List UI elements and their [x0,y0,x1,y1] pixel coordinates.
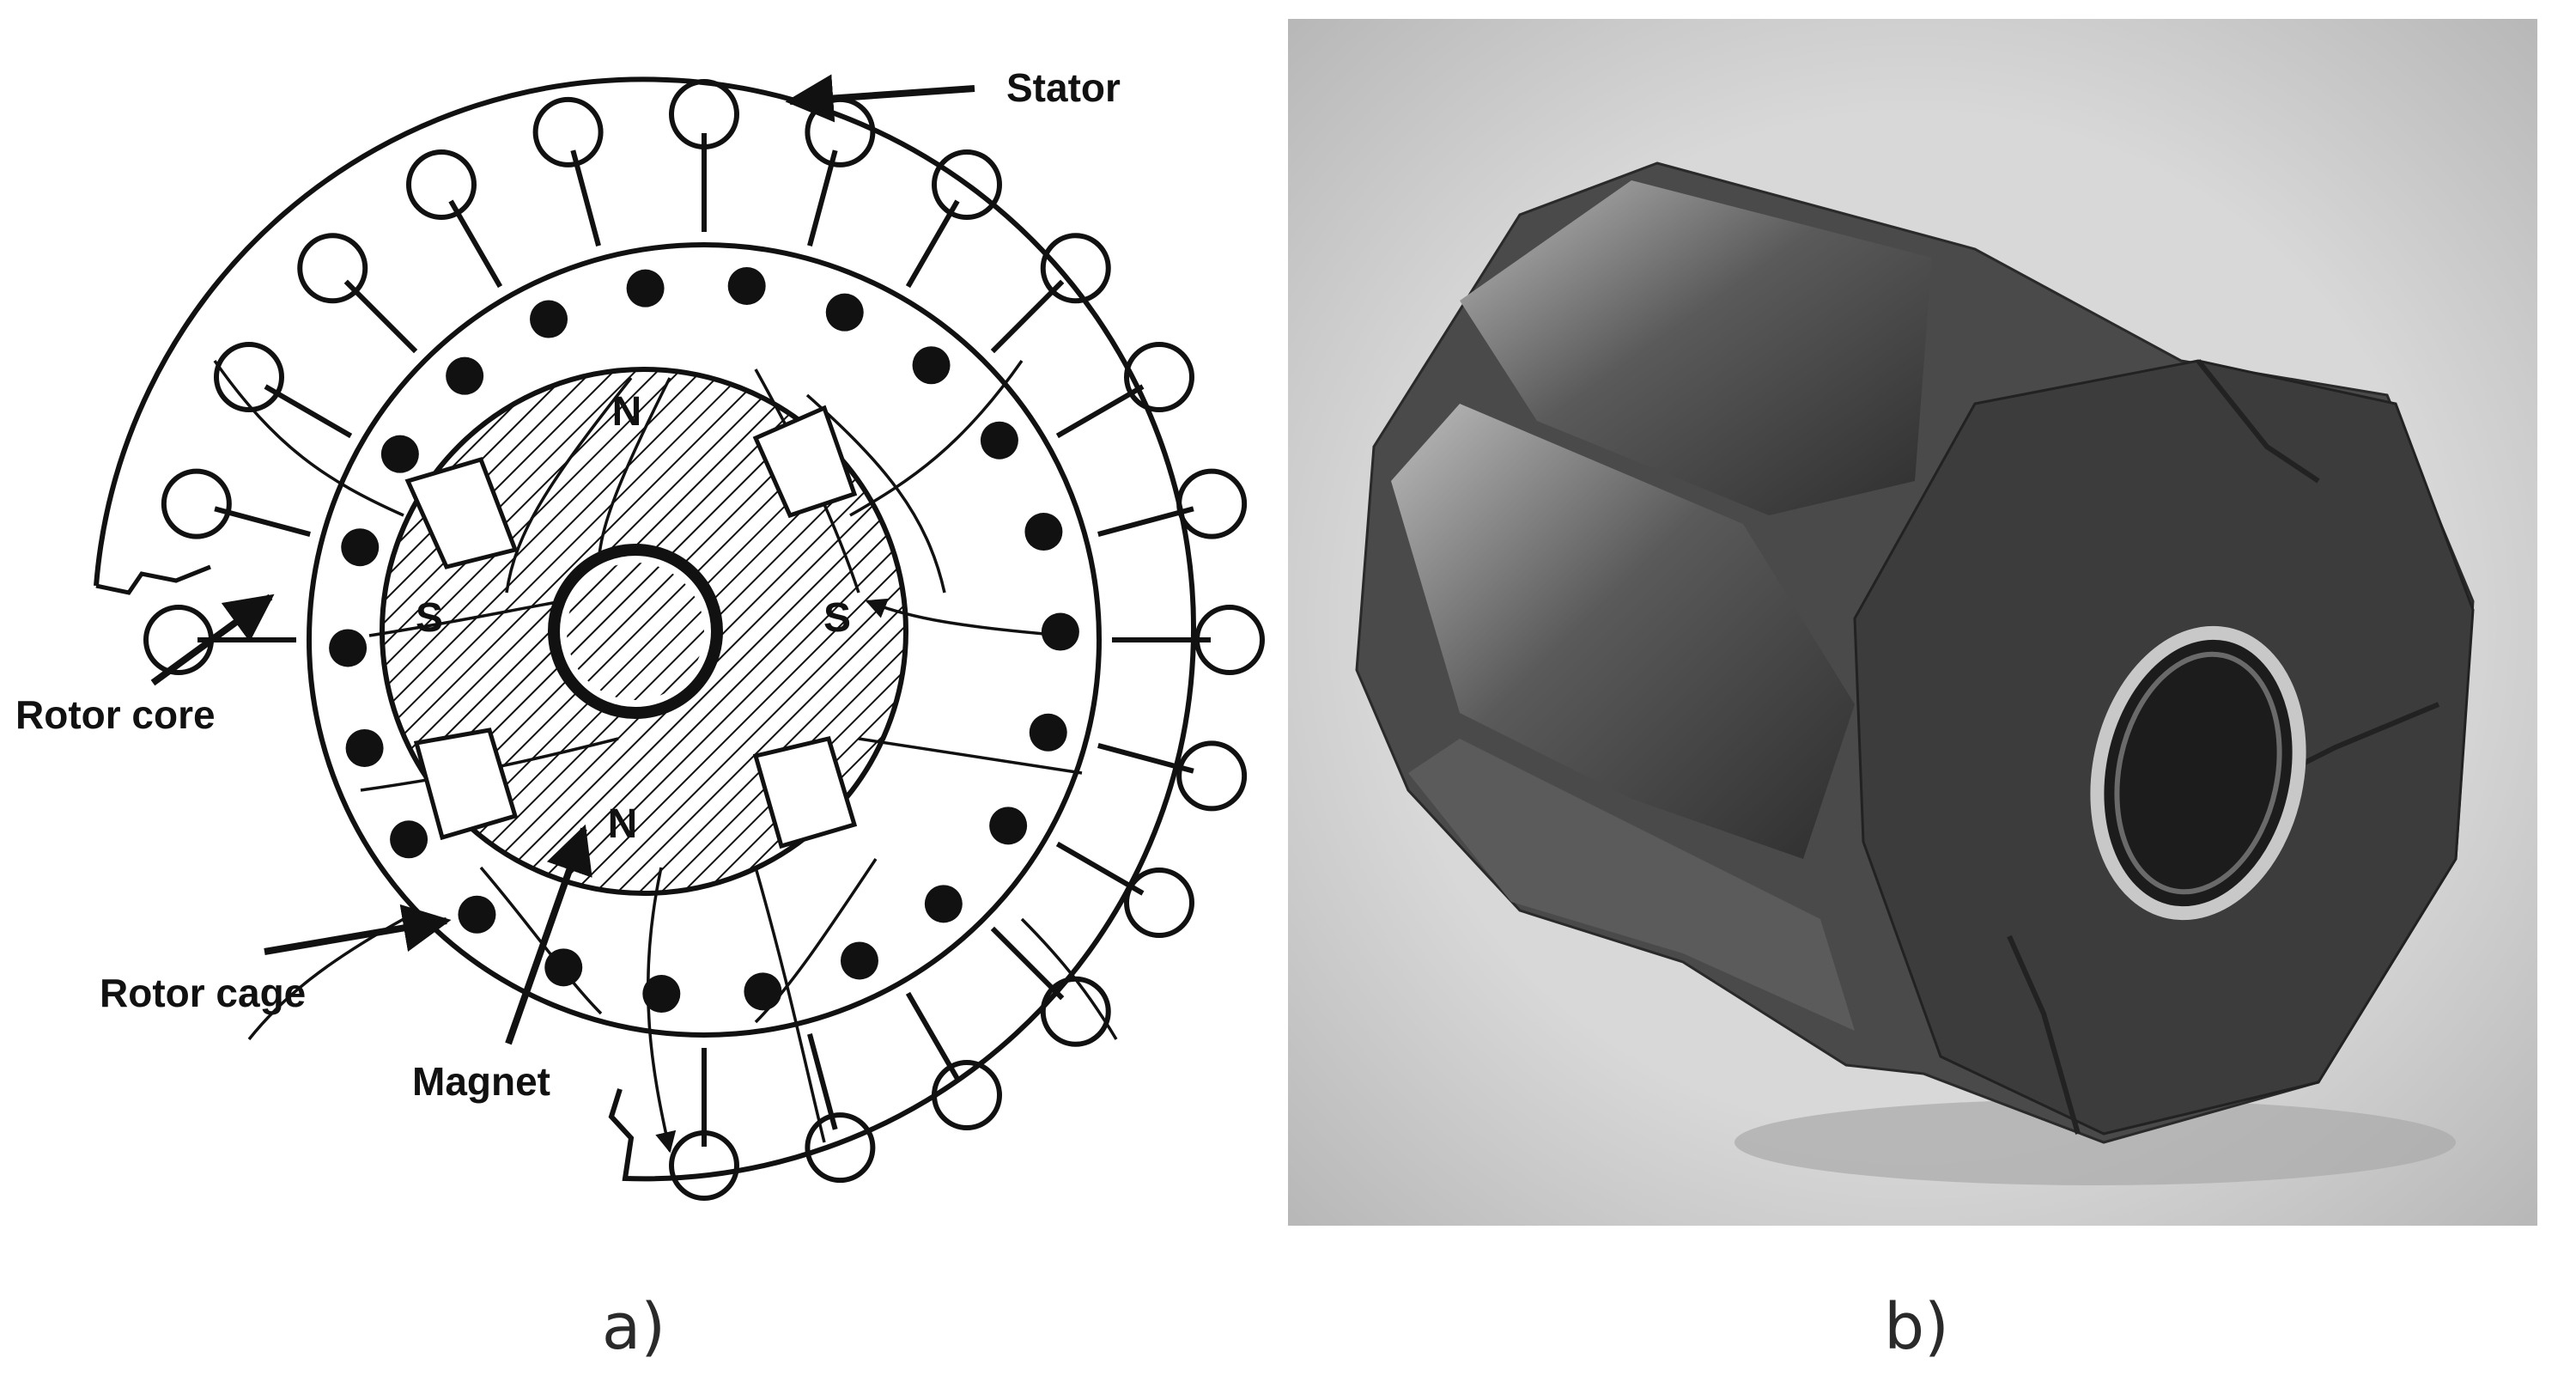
panel-a-caption: a) [602,1290,665,1364]
stator-slot-neck [807,149,838,247]
rotor-cage-bar [924,885,963,923]
rotor-cage-bar [727,266,766,305]
stator-label: Stator [1006,65,1121,110]
rotor-cage-bar [341,528,380,567]
rotor-cage-bar [345,728,384,767]
rotor-cage-bar [458,895,496,934]
rotor-cage-bar [390,820,428,859]
stator-slot [406,149,477,220]
stator-break-edge [95,564,211,595]
rotor-cage-bar [980,421,1018,460]
rotor-photograph: b) [1288,19,2537,1364]
stator-slot [297,233,368,304]
stator-slot [1040,233,1111,304]
stator-slot-neck [1055,384,1145,439]
stator-slot [1176,468,1248,539]
rotor-cage-bar [1024,513,1063,551]
stator-slot-neck [448,199,503,289]
stator-slot [669,1130,739,1201]
stator-slot [213,342,284,412]
pole-label-top: N [612,389,642,435]
callout-arrows [150,74,975,1045]
rotor-cage-bar [530,300,568,338]
stator-slot [1124,868,1195,938]
rotor-cage-bar [544,948,583,987]
rotor-cage-bar [380,435,419,473]
magnet-pockets [404,405,858,849]
stator-slot-neck [905,991,960,1081]
stator-slot [805,96,876,167]
stator-outer-outline [94,76,1197,1182]
stator-slot [1194,605,1265,675]
rotor-core-arrow [150,594,275,686]
rotor-cage-bar [446,356,484,395]
stator-slot [932,1060,1002,1131]
rotor-core-outline [307,242,1102,1038]
motor-cross-section-diagram: N N S S Stator Rotor core Rotor cage Mag… [15,65,1265,1364]
rotor-core-label: Rotor core [15,692,216,737]
stator-slot-neck [264,384,353,439]
rotor-bore [2090,625,2306,921]
rotor-cage-bar [744,972,782,1011]
stator-slot-neck [807,1033,838,1130]
stator-slot-neck [1055,841,1145,896]
stator-slot-neck [990,926,1065,1001]
pole-label-left: S [416,595,443,641]
stator-slot [805,1112,876,1184]
magnet-label: Magnet [412,1059,550,1104]
rotor-cage-bar [840,941,878,980]
pole-label-right: S [823,595,851,641]
stator-slot-neck [1097,743,1194,774]
magnet-arrow [505,824,592,1045]
stator-slot [161,468,232,539]
rotor-cage-bar [1029,713,1067,752]
panel-b-caption: b) [1884,1290,1949,1364]
stator-slot [932,149,1002,220]
rotor-cage-label: Rotor cage [100,971,306,1015]
rotor-cage-bar [626,269,665,307]
stator-slot [669,79,739,149]
stator-slot-neck [1097,506,1194,537]
stator-slot-neck [343,279,418,354]
rotor-cage-bar [1041,612,1079,651]
rotor-cage-bar [912,346,951,385]
stator-arrow [785,74,975,123]
stator-slot-neck [214,506,311,537]
rotor-cage-bar [989,807,1028,845]
rotor-cage-arrow [264,904,452,955]
rotor-cage-bar [825,293,864,332]
stator-slot-neck [990,279,1065,354]
stator-slot [1176,740,1248,812]
pole-label-bottom: N [608,801,638,847]
shaft-hatch [567,563,704,700]
rotor-body [1355,161,2475,1185]
rotor-cage-bar [329,629,368,667]
stator-slot-neck [570,149,601,247]
rotor-cage-bar [642,975,681,1014]
stator-slot [532,96,604,167]
stator-slot-neck [905,199,960,289]
rotor-cage-bars [329,266,1079,1014]
stator-slot [1124,342,1195,412]
